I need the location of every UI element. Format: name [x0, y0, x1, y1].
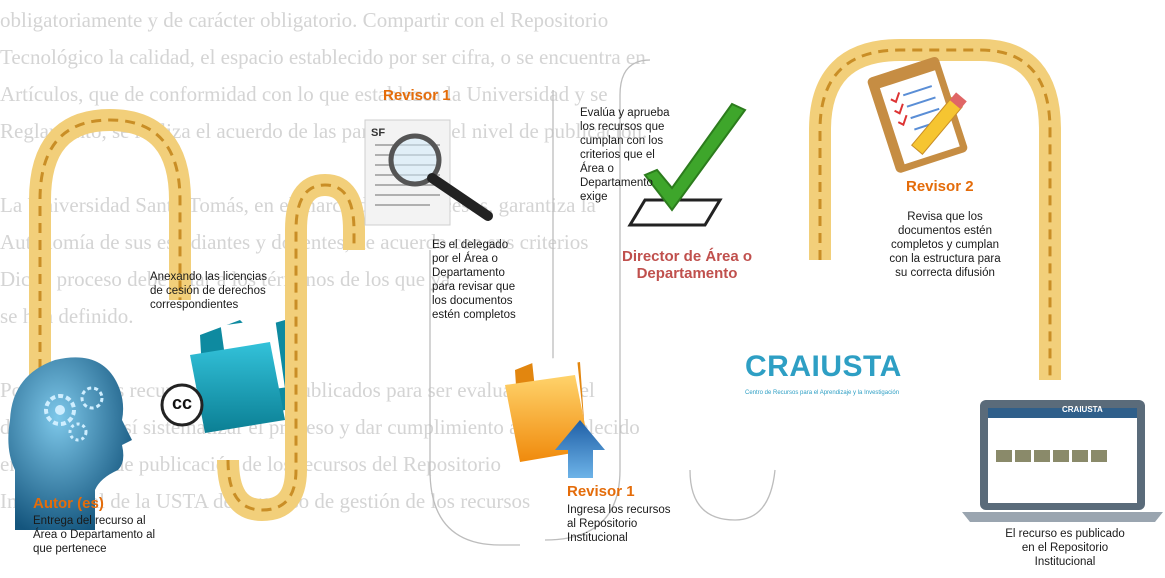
background-text-line: Dicho proceso debe estar a los términos … — [0, 267, 451, 291]
revisor1-top-title: Revisor 1 — [383, 87, 451, 104]
background-text-line: Tecnológico la calidad, el espacio estab… — [0, 45, 646, 69]
connector-lines — [429, 59, 776, 546]
magnifier-document-icon — [364, 119, 493, 226]
revisor2-title: Revisor 2 — [906, 178, 974, 195]
laptop-screen-title: CRAIUSTA — [1062, 405, 1103, 414]
craiusta-logo-subtitle: Centro de Recursos para el Aprendizaje y… — [745, 390, 900, 396]
background-text-line: obligatoriamente y de carácter obligator… — [0, 8, 609, 32]
revisor1-bottom-title: Revisor 1 — [567, 483, 635, 500]
winding-road — [29, 38, 1061, 522]
craiusta-logo: CRAIUSTA — [745, 350, 902, 383]
background-text-line: se han definido. — [0, 304, 134, 328]
cc-badge-text: cc — [171, 393, 193, 413]
background-text-line: Artículos, que de conformidad con lo que… — [0, 82, 608, 106]
creative-commons-icon — [160, 383, 204, 427]
upload-folder-icon — [505, 355, 605, 478]
clipboard-icon — [867, 57, 968, 173]
human-head-icon — [8, 357, 132, 530]
teal-folder-icon — [190, 318, 285, 433]
autor-title: Autor (es) — [33, 495, 104, 512]
laptop-icon — [962, 400, 1163, 522]
check-mark-icon — [627, 102, 747, 227]
document-label: SF — [371, 127, 386, 139]
